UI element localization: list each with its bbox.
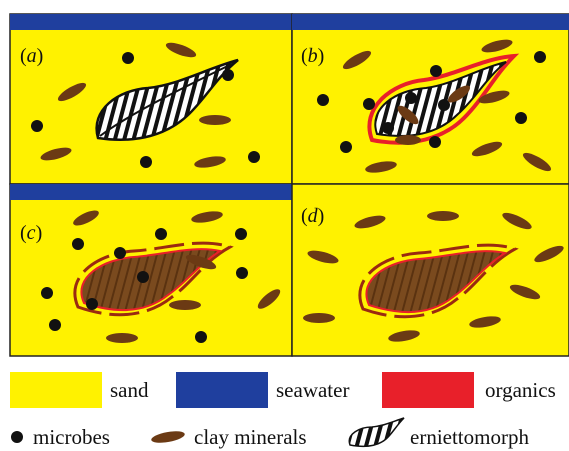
microbe [382, 122, 394, 134]
legend-sand-swatch [10, 372, 102, 408]
microbe [430, 65, 442, 77]
panel-b: (b) [292, 14, 569, 184]
microbe [86, 298, 98, 310]
panel-c-seawater [10, 184, 292, 200]
microbe [534, 51, 546, 63]
microbe [122, 52, 134, 64]
microbe-icon [11, 431, 23, 443]
clay-mineral [427, 211, 459, 221]
legend-erniettomorph-label: erniettomorph [410, 425, 529, 449]
clay-mineral [169, 300, 201, 310]
panel-c: (c) [10, 184, 292, 356]
microbe [429, 136, 441, 148]
legend: sand seawater organics microbes clay min… [10, 372, 556, 449]
microbe [155, 228, 167, 240]
microbe [114, 247, 126, 259]
panel-d: (d) [292, 184, 569, 356]
legend-seawater-swatch [176, 372, 268, 408]
panel-d-label: (d) [301, 205, 324, 227]
clay-mineral [395, 135, 421, 145]
panel-a-seawater [10, 14, 292, 30]
microbe [515, 112, 527, 124]
microbe [137, 271, 149, 283]
panel-a-label: (a) [20, 45, 43, 67]
legend-organics-swatch [382, 372, 474, 408]
microbe [72, 238, 84, 250]
clay-mineral [106, 333, 138, 343]
legend-sand-label: sand [110, 378, 149, 402]
microbe [236, 267, 248, 279]
clay-mineral [303, 313, 335, 323]
panel-a: (a) [10, 14, 292, 184]
microbe [41, 287, 53, 299]
microbe [317, 94, 329, 106]
microbe [363, 98, 375, 110]
erniettomorph-icon [349, 418, 404, 446]
legend-microbes-label: microbes [33, 425, 110, 449]
microbe [405, 92, 417, 104]
microbe [248, 151, 260, 163]
legend-organics-label: organics [485, 378, 556, 402]
microbe [31, 120, 43, 132]
microbe [140, 156, 152, 168]
panel-b-label: (b) [301, 45, 324, 67]
legend-clay-label: clay minerals [194, 425, 307, 449]
microbe [340, 141, 352, 153]
clay-mineral [199, 115, 231, 125]
microbe [222, 69, 234, 81]
legend-seawater-label: seawater [276, 378, 349, 402]
clay-mineral-icon [150, 429, 185, 445]
microbe [49, 319, 61, 331]
panel-c-label: (c) [20, 222, 42, 244]
microbe [235, 228, 247, 240]
microbe [195, 331, 207, 343]
panel-b-seawater [292, 14, 569, 30]
